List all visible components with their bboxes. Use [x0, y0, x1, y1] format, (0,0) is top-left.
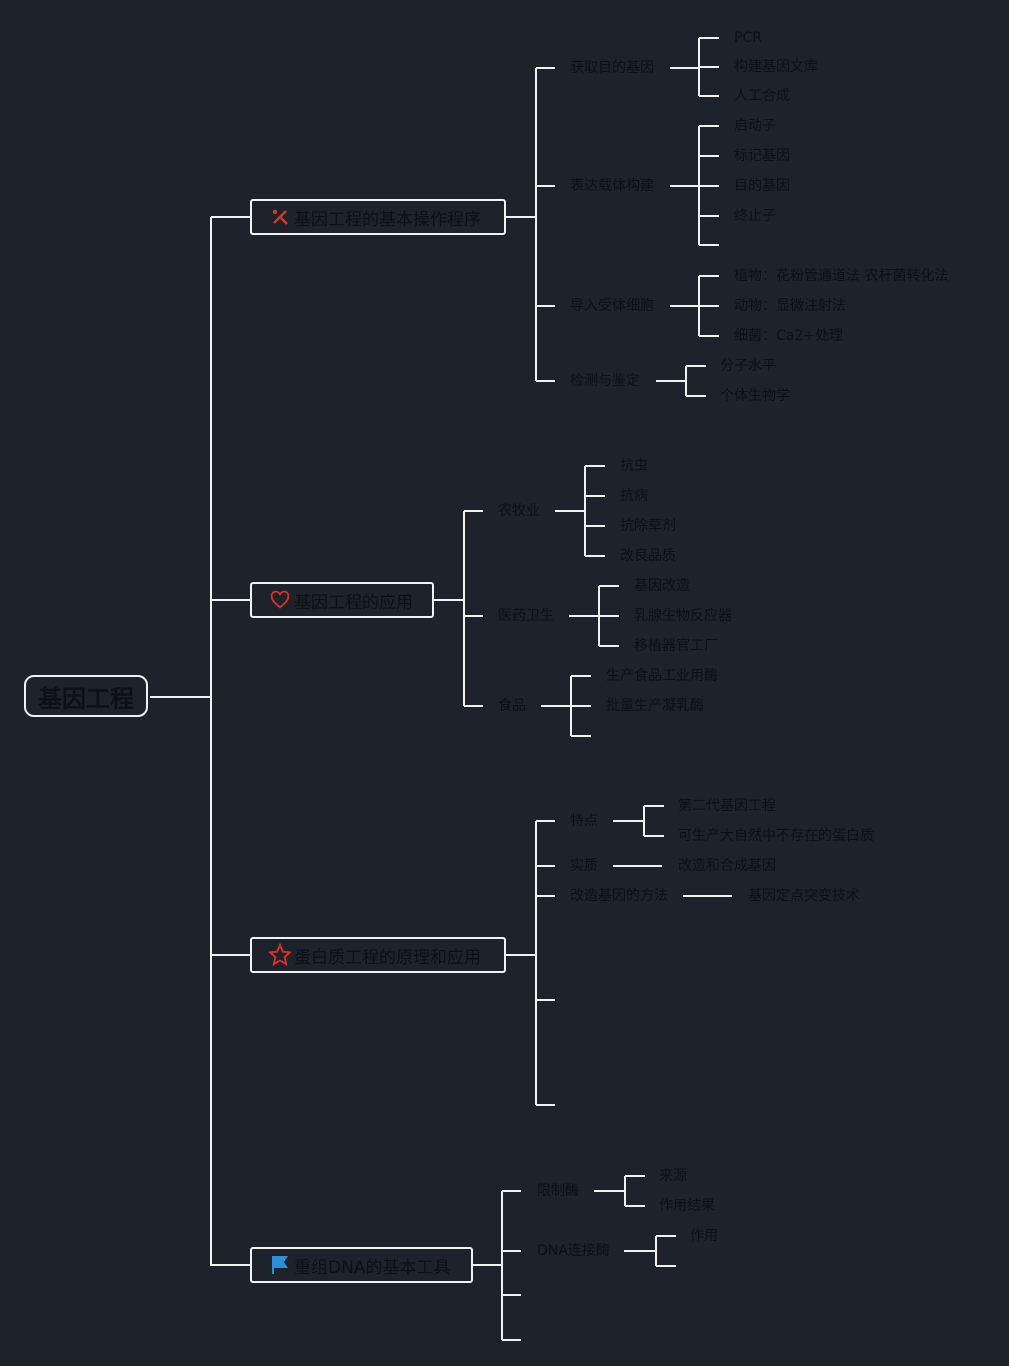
flag-icon: [268, 1253, 292, 1277]
branch-topic[interactable]: 基因工程的基本操作程序: [250, 199, 506, 235]
branch-label: 基因工程的应用: [294, 592, 413, 613]
leaf-topic[interactable]: PCR: [734, 30, 762, 46]
subtopic[interactable]: 食品: [498, 698, 526, 714]
subtopic[interactable]: DNA连接酶: [537, 1243, 610, 1259]
subtopic[interactable]: 特点: [570, 813, 598, 829]
leaf-topic[interactable]: 乳腺生物反应器: [634, 608, 732, 624]
leaf-topic[interactable]: 抗病: [620, 488, 648, 504]
leaf-topic[interactable]: 作用结果: [659, 1198, 715, 1214]
branch-topic[interactable]: 蛋白质工程的原理和应用: [250, 937, 506, 973]
leaf-topic[interactable]: 启动子: [734, 118, 776, 134]
branch-label: 蛋白质工程的原理和应用: [294, 947, 481, 968]
leaf-topic[interactable]: 目的基因: [734, 178, 790, 194]
leaf-topic[interactable]: 基因定点突变技术: [748, 888, 860, 904]
branch-topic[interactable]: 重组DNA的基本工具: [250, 1247, 473, 1283]
branch-topic[interactable]: 基因工程的应用: [250, 582, 434, 618]
subtopic[interactable]: 导入受体细胞: [570, 298, 654, 314]
leaf-topic[interactable]: 动物：显微注射法: [734, 298, 846, 314]
leaf-topic[interactable]: 个体生物学: [720, 388, 790, 404]
subtopic[interactable]: 获取目的基因: [570, 60, 654, 76]
subtopic[interactable]: 医药卫生: [498, 608, 554, 624]
leaf-topic[interactable]: 改造和合成基因: [678, 858, 776, 874]
leaf-topic[interactable]: 人工合成: [734, 88, 790, 104]
leaf-topic[interactable]: 批量生产凝乳酶: [606, 698, 704, 714]
subtopic[interactable]: 实质: [570, 858, 598, 874]
leaf-topic[interactable]: 生产食品工业用酶: [606, 668, 718, 684]
branch-label: 重组DNA的基本工具: [294, 1257, 451, 1278]
leaf-topic[interactable]: 改良品质: [620, 548, 676, 564]
star-icon: [268, 943, 292, 967]
heart-icon: [268, 588, 292, 612]
root-topic[interactable]: 基因工程: [24, 675, 148, 717]
leaf-topic[interactable]: 作用: [690, 1228, 718, 1244]
tools-icon: [268, 205, 292, 229]
leaf-topic[interactable]: 抗除草剂: [620, 518, 676, 534]
leaf-topic[interactable]: 基因改造: [634, 578, 690, 594]
leaf-topic[interactable]: 分子水平: [720, 358, 776, 374]
subtopic[interactable]: 限制酶: [537, 1183, 579, 1199]
leaf-topic[interactable]: 细菌：Ca2+处理: [734, 328, 843, 344]
leaf-topic[interactable]: 抗虫: [620, 458, 648, 474]
leaf-topic[interactable]: 移植器官工厂: [634, 638, 718, 654]
subtopic[interactable]: 检测与鉴定: [570, 373, 640, 389]
subtopic[interactable]: 表达载体构建: [570, 178, 654, 194]
leaf-topic[interactable]: 来源: [659, 1168, 687, 1184]
leaf-topic[interactable]: 构建基因文库: [734, 59, 818, 75]
leaf-topic[interactable]: 终止子: [734, 208, 776, 224]
leaf-topic[interactable]: 标记基因: [734, 148, 790, 164]
leaf-topic[interactable]: 第二代基因工程: [678, 798, 776, 814]
branch-label: 基因工程的基本操作程序: [294, 209, 481, 230]
subtopic[interactable]: 改造基因的方法: [570, 888, 668, 904]
leaf-topic[interactable]: 植物：花粉管通道法 农杆菌转化法: [734, 268, 949, 284]
leaf-topic[interactable]: 可生产大自然中不存在的蛋白质: [678, 828, 874, 844]
subtopic[interactable]: 农牧业: [498, 503, 540, 519]
